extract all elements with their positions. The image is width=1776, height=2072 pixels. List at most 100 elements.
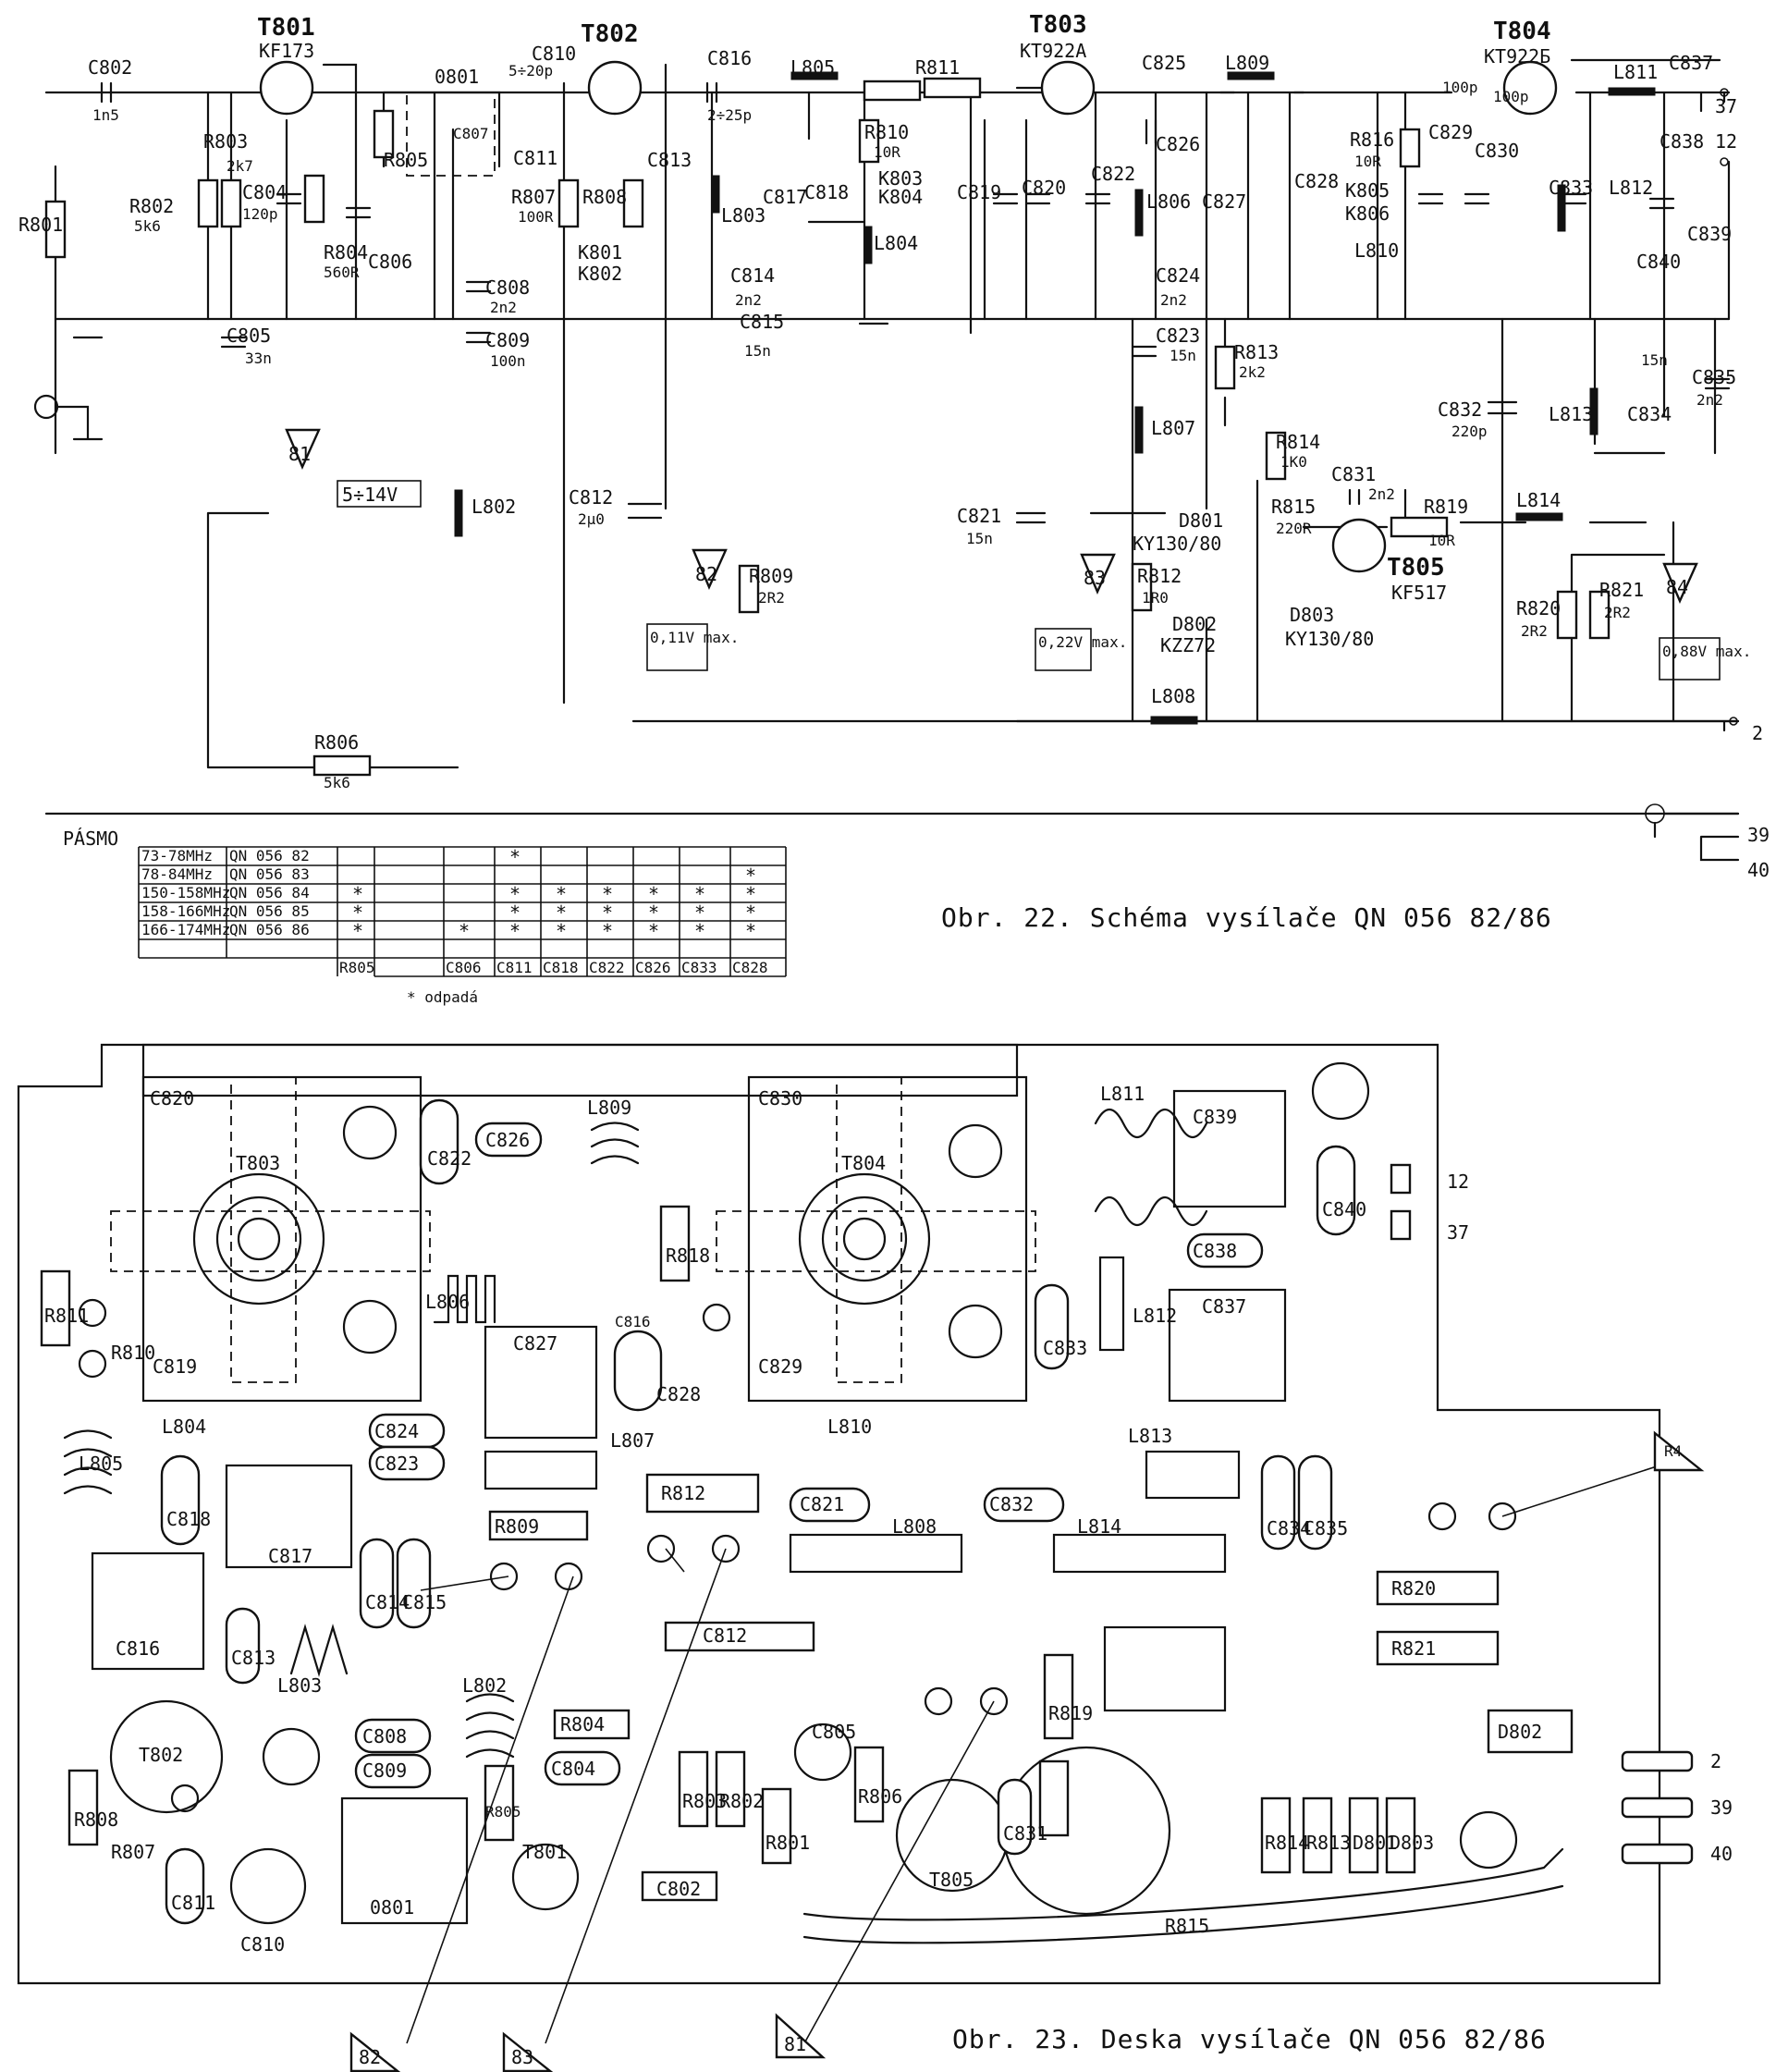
board-connector-pins <box>1390 1163 1694 1865</box>
band-column-header: C811 <box>496 959 533 976</box>
board-label: T801 <box>522 1841 567 1863</box>
board-label: C813 <box>231 1647 276 1669</box>
band-mark: * <box>556 901 567 924</box>
schematic-label: 5k6 <box>324 774 350 791</box>
board-probe-83-icon <box>502 2031 554 2072</box>
t804-type: KT922Б <box>1484 45 1550 67</box>
schematic-label: 2n2 <box>1160 291 1187 309</box>
c837-trimmer <box>1168 1288 1287 1403</box>
schematic-label: L811 <box>1613 61 1658 83</box>
schematic-label: 2÷25p <box>707 106 752 124</box>
schematic-label: 15n <box>966 530 993 547</box>
c816-trimmer <box>91 1551 205 1671</box>
schematic-label: L803 <box>721 204 766 227</box>
band-mark: * <box>509 901 521 924</box>
board-label: L803 <box>277 1674 322 1697</box>
board-label: C835 <box>1304 1517 1348 1539</box>
schematic-label: C811 <box>513 147 557 169</box>
schematic-label: 2n2 <box>735 291 762 309</box>
board-label: T804 <box>841 1152 886 1174</box>
schematic-label: C817 <box>763 186 807 208</box>
board-label: R821 <box>1391 1637 1436 1660</box>
board-label: C815 <box>402 1591 447 1613</box>
schematic-label: C821 <box>957 505 1001 527</box>
band-row-freq: 78-84MHz <box>141 865 213 883</box>
board-label: C818 <box>166 1508 211 1530</box>
board-label: D801 <box>1353 1832 1397 1854</box>
t801-can-icon <box>511 1843 580 1911</box>
board-label: R802 <box>719 1790 764 1812</box>
schematic-label: L808 <box>1151 685 1195 707</box>
schematic-label: D801 <box>1179 509 1223 532</box>
schematic-label: C824 <box>1156 264 1200 287</box>
schematic-label: 1K0 <box>1280 453 1307 471</box>
figure-23-caption: Obr. 23. Deska vysílače QN 056 82/86 <box>952 2024 1547 2054</box>
terminal-39-label: 39 <box>1747 824 1770 846</box>
band-mark: * <box>694 883 705 905</box>
probe-84-reading: 0,88V max. <box>1662 643 1751 660</box>
schematic-label: D803 <box>1290 604 1334 626</box>
schematic-label: R815 <box>1271 496 1316 518</box>
board-label: C827 <box>513 1332 557 1355</box>
schematic-label: R803 <box>203 130 248 153</box>
schematic-label: C812 <box>569 486 613 509</box>
board-label: L814 <box>1077 1515 1121 1538</box>
schematic-label: C827 <box>1202 190 1246 213</box>
t801-symbol <box>259 60 314 116</box>
board-label: R807 <box>111 1841 155 1863</box>
board-label: L806 <box>425 1291 470 1313</box>
board-label: R812 <box>661 1482 705 1504</box>
schematic-label: C837 <box>1669 52 1713 74</box>
band-mark: * <box>745 883 756 905</box>
schematic-label: 2k7 <box>227 157 253 175</box>
schematic-label: 100p <box>1493 88 1529 105</box>
schematic-label: L802 <box>472 496 516 518</box>
board-label: C820 <box>150 1087 194 1110</box>
schematic-label: C805 <box>227 325 271 347</box>
schematic-label: R804 <box>324 241 368 264</box>
t804-label: T804 <box>1493 18 1551 45</box>
schematic-label: L812 <box>1609 177 1653 199</box>
band-mark: * <box>602 920 613 942</box>
board-label: C812 <box>703 1624 747 1647</box>
band-mark: * <box>556 920 567 942</box>
board-label: C830 <box>758 1087 802 1110</box>
board-label: 0801 <box>370 1896 414 1919</box>
schematic-label: R813 <box>1234 341 1279 363</box>
board-label: 39 <box>1710 1796 1733 1819</box>
probe-83-reading: 0,22V max. <box>1038 633 1127 651</box>
board-probe-81-label: 81 <box>784 2033 806 2055</box>
schematic-resistors <box>44 77 1611 777</box>
schematic-label: R811 <box>915 56 960 79</box>
schematic-label: C814 <box>730 264 775 287</box>
schematic-label: 120p <box>242 205 278 223</box>
band-mark: * <box>648 883 659 905</box>
board-label: R813 <box>1306 1832 1351 1854</box>
band-column-header: C828 <box>732 959 768 976</box>
schematic-label: R812 <box>1137 565 1182 587</box>
board-label: L813 <box>1128 1425 1172 1447</box>
board-label: T805 <box>929 1869 974 1891</box>
probe-81-reading: 5÷14V <box>342 484 398 506</box>
board-label: R804 <box>560 1713 605 1735</box>
schematic-label: KZZ72 <box>1160 634 1216 656</box>
figure-22-caption: Obr. 22. Schéma vysílače QN 056 82/86 <box>941 902 1552 933</box>
coax-cable <box>802 1847 1564 1921</box>
board-label: C821 <box>800 1493 844 1515</box>
board-label: R810 <box>111 1342 155 1364</box>
band-row-freq: 158-166MHz <box>141 902 230 920</box>
schematic-label: 2µ0 <box>578 510 605 528</box>
schematic-label: 10R <box>1428 532 1455 549</box>
board-layout: C820 T803 C822 C826 L809 C830 T804 L811 … <box>17 1043 1733 2072</box>
probe-81-label: 81 <box>288 443 311 465</box>
schematic-label: 560R <box>324 264 360 281</box>
board-capacitor-pills <box>160 1098 1356 1925</box>
schematic-label: K801 <box>578 241 622 264</box>
probe-84-label: 84 <box>1666 576 1688 598</box>
schematic-label: C807 <box>453 125 489 142</box>
board-label: C811 <box>171 1892 215 1914</box>
schematic-label: C822 <box>1091 163 1135 185</box>
band-mark: * <box>648 901 659 924</box>
band-table-footnote: * odpadá <box>407 988 478 1006</box>
board-label: R818 <box>666 1244 710 1267</box>
